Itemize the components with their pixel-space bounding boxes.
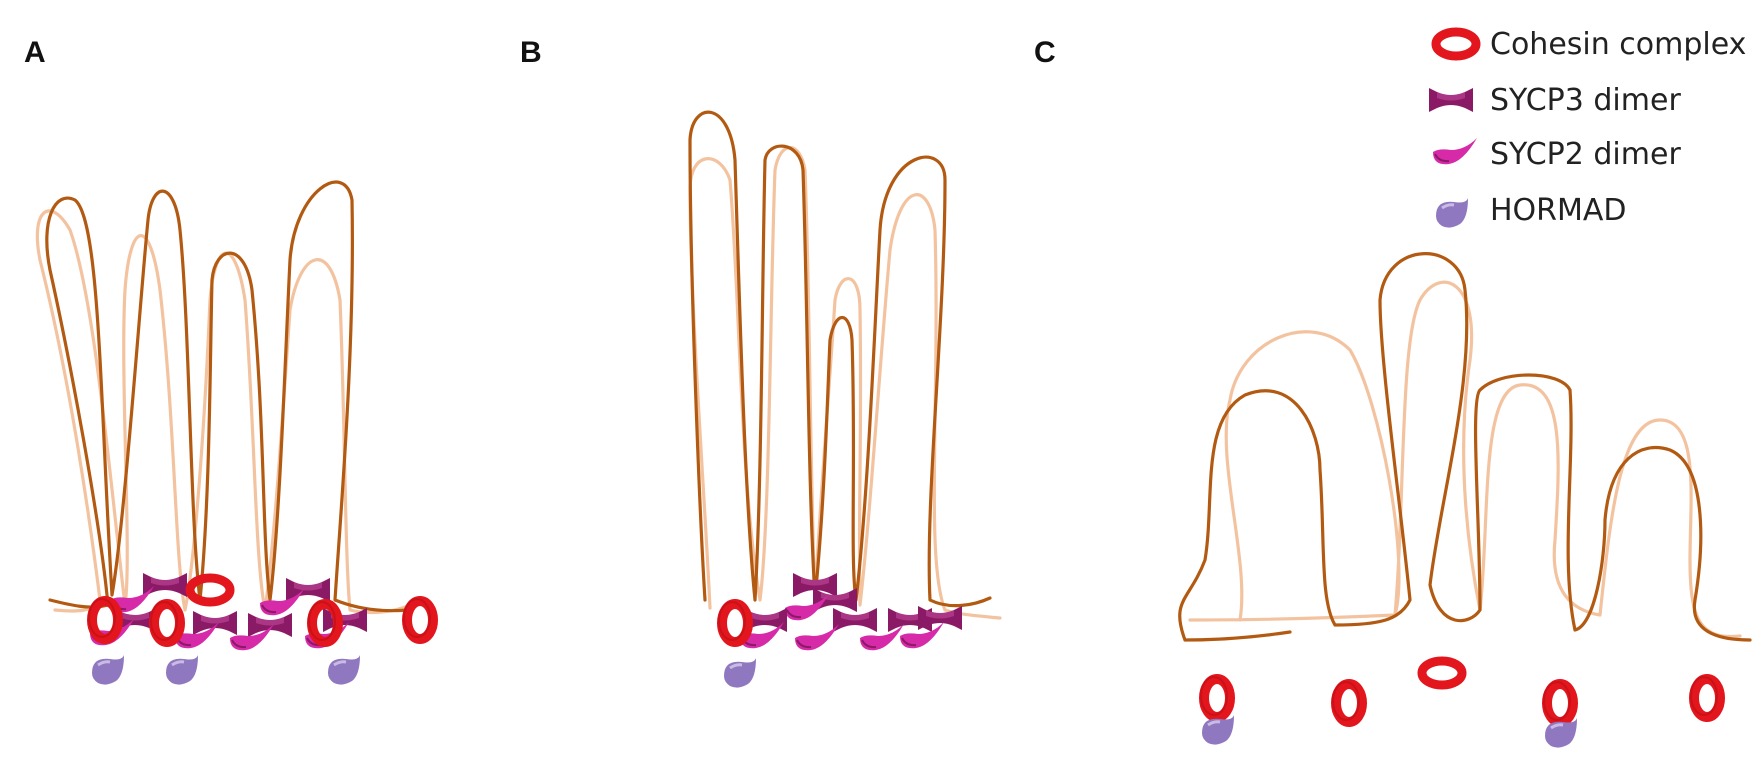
legend-label-sycp3: SYCP3 dimer	[1490, 83, 1681, 118]
panel-label-a: A	[24, 36, 46, 69]
legend-item-sycp3: SYCP3 dimer	[1429, 83, 1681, 118]
chromatin-strand-light	[1188, 280, 1742, 639]
panel-label-b: B	[520, 36, 542, 69]
chromatin-strand-dark	[688, 110, 992, 608]
cohesin-ring	[1333, 682, 1362, 722]
sycp3-dimer	[193, 611, 237, 635]
hormad-protein	[90, 653, 126, 687]
cohesin-ring	[1544, 682, 1573, 722]
legend-item-cohesin: Cohesin complex	[1436, 27, 1746, 62]
hormad-icon	[1434, 196, 1470, 230]
legend-item-hormad: HORMAD	[1434, 193, 1627, 230]
hormad-protein	[1200, 713, 1236, 747]
cohesin-ring	[151, 602, 180, 642]
sycp2-dimer	[794, 623, 840, 652]
chromatin-strand-dark	[1178, 252, 1752, 642]
cohesin-ring	[404, 599, 433, 639]
panel-a	[35, 180, 433, 687]
sycp2-dimer-icon	[1432, 137, 1478, 166]
sycp2-dimer	[859, 623, 905, 652]
cohesin-ring	[719, 602, 748, 642]
sycp3-dimer-icon	[1429, 88, 1473, 112]
hormad-protein	[722, 656, 758, 690]
cohesin-ring	[190, 578, 230, 602]
legend-label-cohesin: Cohesin complex	[1490, 27, 1746, 62]
legend: Cohesin complex SYCP3 dimer SYCP2 dimer …	[1429, 27, 1746, 230]
cohesin-ring	[1201, 677, 1230, 717]
cohesin-ring	[1422, 661, 1462, 685]
panel-c	[1178, 252, 1752, 750]
cohesin-ring	[1691, 677, 1720, 717]
cohesin-ring-icon	[1436, 32, 1476, 56]
legend-label-hormad: HORMAD	[1490, 193, 1627, 228]
chromatin-strand-light	[35, 209, 412, 615]
sycp3-dimer	[833, 608, 877, 632]
sycp3-dimer	[143, 573, 187, 597]
hormad-protein	[164, 653, 200, 687]
chromatin-strand-dark	[45, 180, 410, 613]
legend-label-sycp2: SYCP2 dimer	[1490, 137, 1681, 172]
sycp3-dimer	[248, 613, 292, 637]
legend-item-sycp2: SYCP2 dimer	[1432, 137, 1681, 172]
hormad-protein	[326, 653, 362, 687]
panel-label-c: C	[1034, 36, 1056, 69]
panel-b	[688, 110, 1002, 690]
